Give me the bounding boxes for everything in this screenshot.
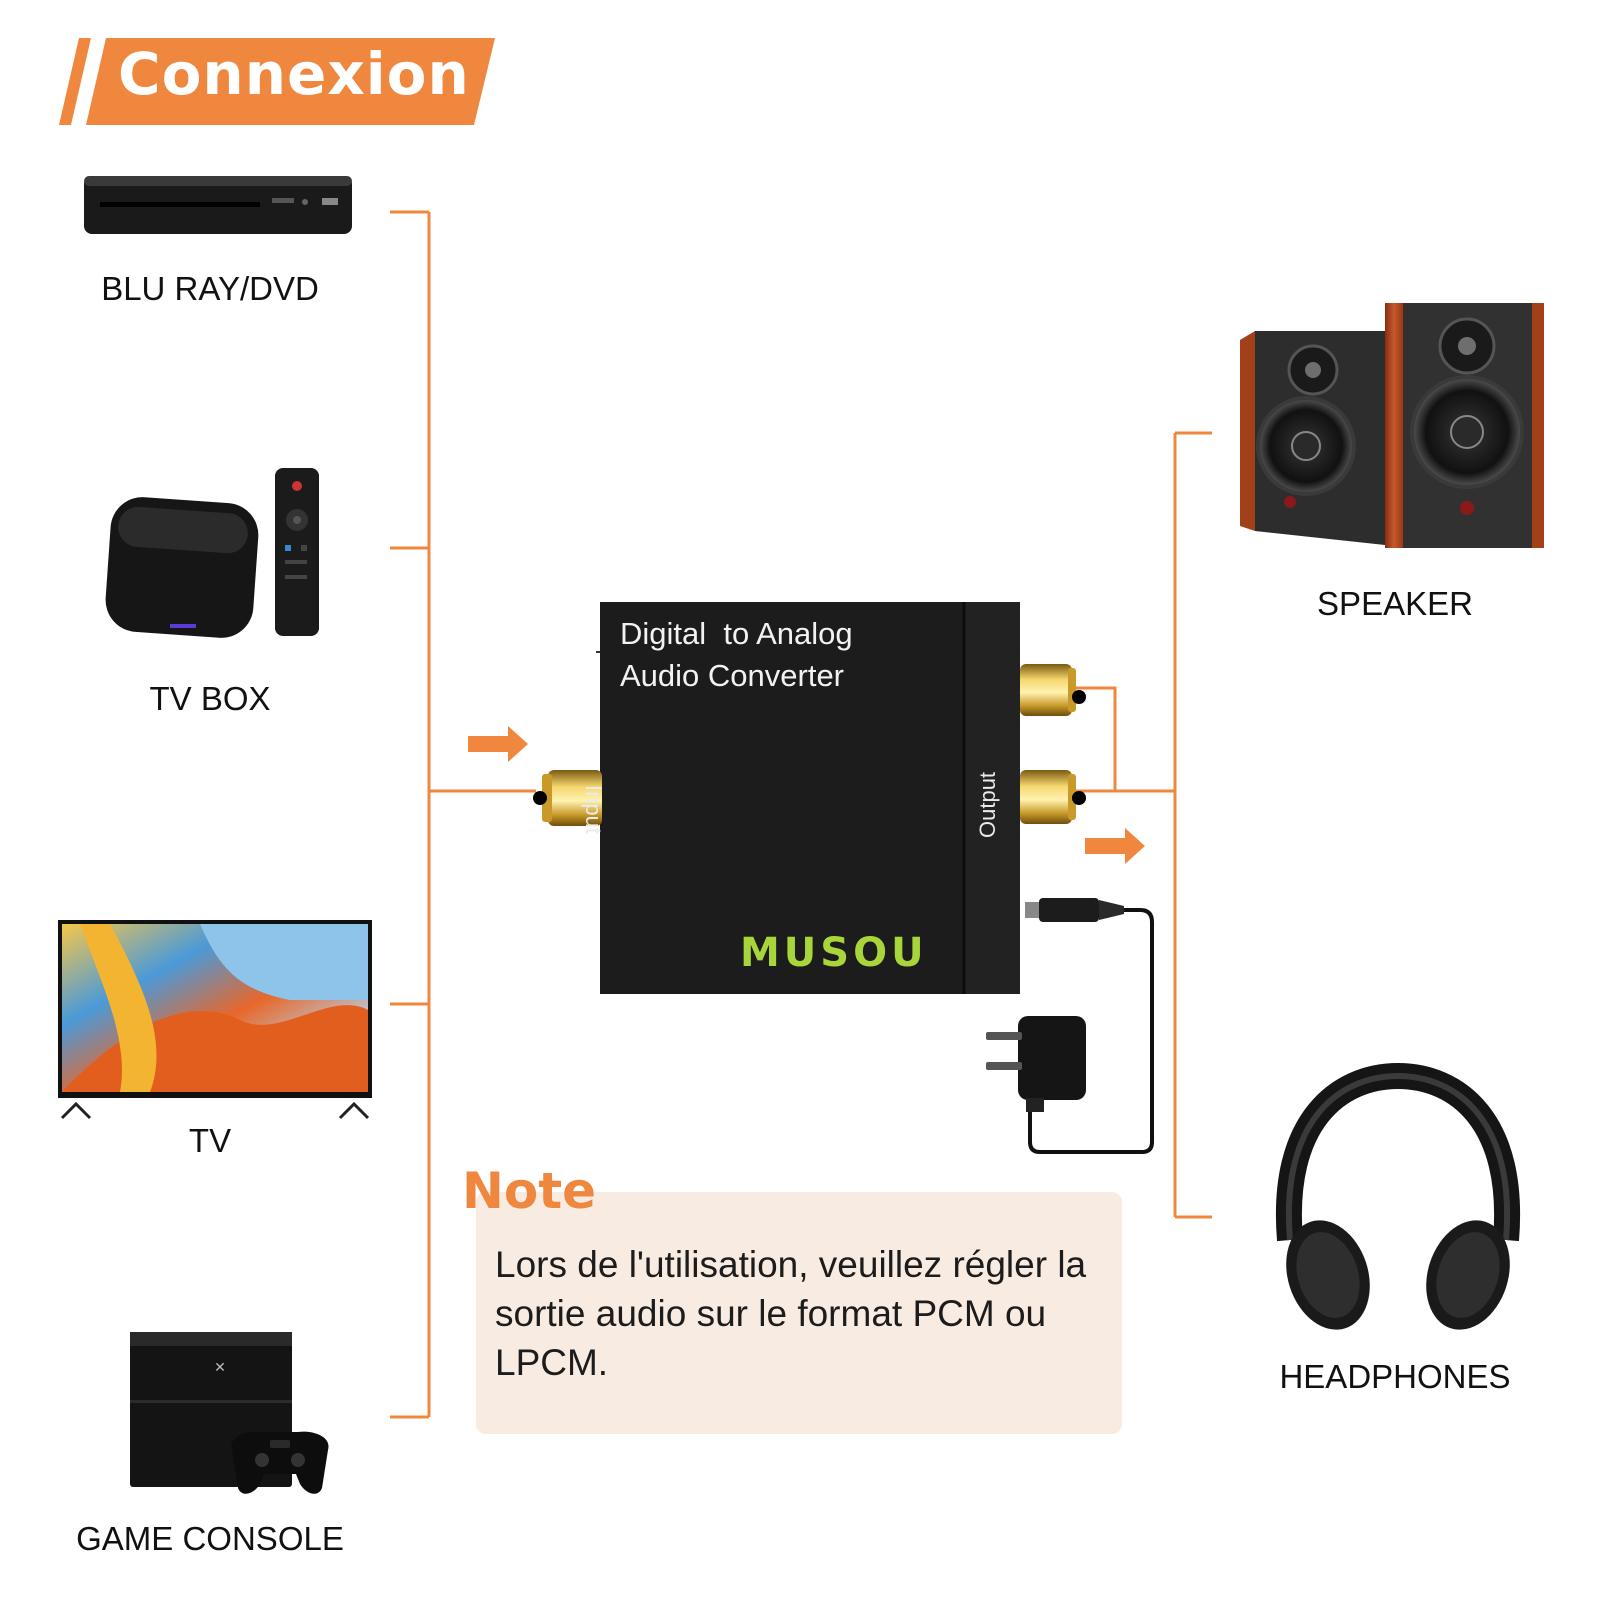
blu-ray-dvd-label: BLU RAY/DVD (101, 270, 319, 307)
converter-title-line-1: Digital to Analog (620, 616, 853, 651)
tv-box-icon (105, 468, 319, 638)
game-console-label: GAME CONSOLE (76, 1520, 344, 1557)
tv-box-label: TV BOX (149, 680, 271, 717)
headphones-icon (1275, 1062, 1521, 1330)
output-line-top (1070, 686, 1117, 791)
output-connector-lines (1070, 431, 1212, 1219)
blu-ray-player-icon (84, 176, 352, 234)
note-title: Note (462, 1162, 597, 1220)
speaker-label: SPEAKER (1317, 585, 1473, 622)
rca-output-jack-bottom (1020, 770, 1076, 824)
brand-logo: MUSOU (740, 930, 928, 976)
banner-stripe (59, 38, 91, 125)
input-arrow-icon (468, 726, 528, 762)
converter-title: Digital to Analog Audio Converter (620, 613, 940, 697)
header-banner (59, 38, 495, 125)
page-title: Connexion (118, 40, 470, 108)
speakers-icon (1240, 303, 1544, 548)
input-port-label: Input (581, 785, 606, 834)
power-adapter-icon (986, 898, 1154, 1154)
source-connector-lines (390, 210, 536, 1419)
output-connection-dot-top (1072, 690, 1086, 704)
output-port-label: Output (975, 771, 1000, 838)
converter-device-icon (596, 602, 1020, 994)
output-connection-dot-bottom (1072, 791, 1086, 805)
headphones-label: HEADPHONES (1279, 1358, 1511, 1395)
television-icon (58, 920, 372, 1120)
output-arrow-icon (1085, 828, 1145, 864)
converter-title-line-2: Audio Converter (620, 658, 845, 693)
game-console-icon: ✕ (130, 1332, 329, 1494)
banner-background (86, 38, 495, 125)
note-text: Lors de l'utilisation, veuillez régler l… (495, 1244, 1087, 1383)
input-connection-dot (533, 791, 547, 805)
rca-output-jack-top (1020, 664, 1076, 716)
svg-text:✕: ✕ (214, 1360, 226, 1376)
note-box (476, 1192, 1122, 1434)
tv-label: TV (188, 1122, 232, 1159)
